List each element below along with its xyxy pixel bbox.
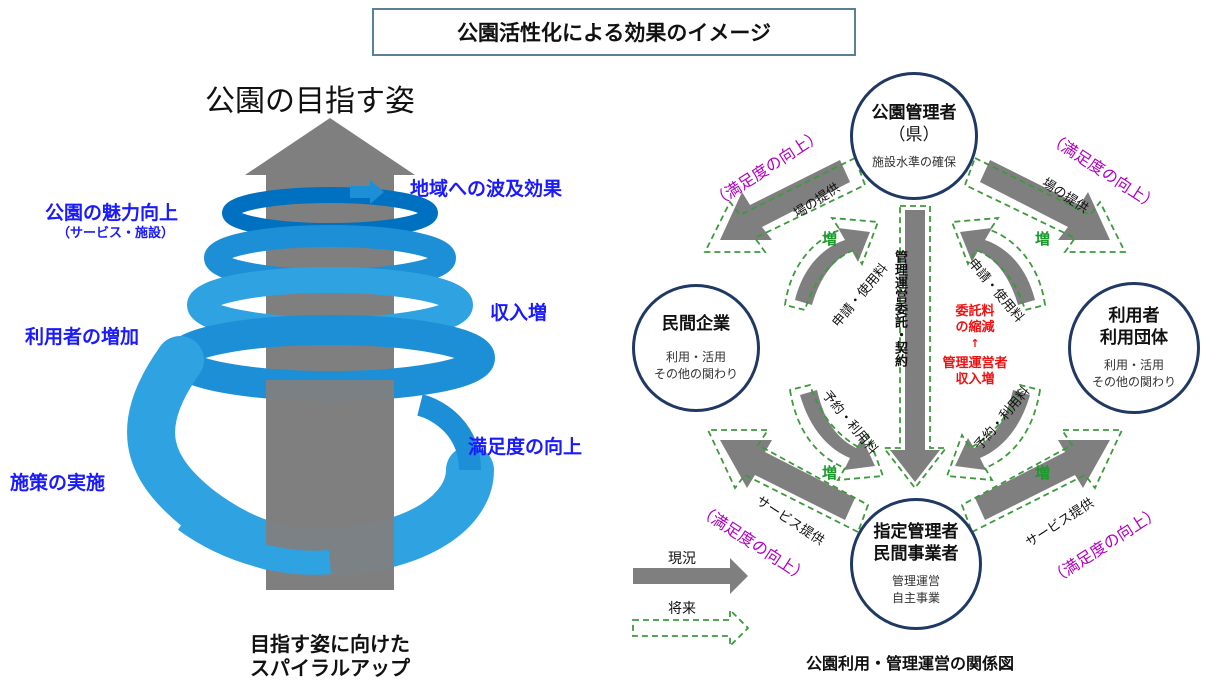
red-line4: 収入増 [955,372,995,387]
users-increase-label: 利用者の増加 [25,326,140,348]
users-title: 利用者 [1108,306,1160,326]
designated-manager-title2: 民間事業者 [873,544,959,564]
income-label: 収入増 [490,302,548,324]
spiral-diagram [127,118,495,590]
increase-bottom-left: 増 [822,464,838,482]
policy-label: 施策の実施 [10,472,106,494]
spiral-caption: 目指す姿に向けた スパイラルアップ [220,632,440,680]
users-node: 利用者 利用団体 利用・活用 その他の関わり [1068,282,1200,414]
red-line2: の縮減 [955,320,995,335]
private-company-node: 民間企業 利用・活用 その他の関わり [632,284,760,412]
red-arrow-icon: ↑ [970,337,980,350]
users-sub2: その他の関わり [1091,375,1176,389]
park-manager-sub: 施設水準の確保 [871,154,956,169]
designated-manager-title: 指定管理者 [873,522,959,542]
relationship-diagram [632,156,1127,649]
users-title2: 利用団体 [1100,328,1168,348]
regional-effect-label: 地域への波及効果 [410,178,563,200]
page-title: 公園活性化による効果のイメージ [372,8,856,56]
satisfaction-label: 満足度の向上 [468,436,583,458]
private-company-sub1: 利用・活用 [665,350,726,364]
designated-manager-node: 指定管理者 民間事業者 管理運営 自主事業 [850,498,982,630]
private-company-sub2: その他の関わり [653,367,738,381]
park-manager-title2: （県） [888,124,940,145]
attraction-sub-label: （サービス・施設） [57,226,175,241]
legend-current: 現況 [668,551,696,567]
designated-manager-sub2: 自主事業 [891,591,940,605]
relationship-caption: 公園利用・管理運営の関係図 [805,654,1014,673]
park-manager-node: 公園管理者 （県） 施設水準の確保 [850,72,978,200]
private-company-title: 民間企業 [662,314,730,334]
red-line1: 委託料 [955,304,995,319]
goal-heading: 公園の目指す姿 [205,84,415,119]
attraction-label: 公園の魅力向上 [45,202,179,224]
red-line3: 管理運営者 [942,356,1008,371]
users-sub1: 利用・活用 [1103,358,1164,372]
red-fee-reduction: 委託料 の縮減 ↑ [945,304,1005,352]
legend-future: 将来 [668,601,696,617]
increase-top-left: 増 [822,230,838,248]
red-manager-income: 管理運営者 収入増 [930,356,1020,388]
designated-manager-sub1: 管理運営 [891,574,940,588]
spiral-caption-line1: 目指す姿に向けた [250,632,410,656]
increase-top-right: 増 [1035,230,1051,248]
contract-label: 管理運営委託・契約 [892,250,907,367]
increase-bottom-right: 増 [1035,464,1051,482]
spiral-caption-line2: スパイラルアップ [250,656,410,680]
park-manager-title: 公園管理者 [871,102,957,123]
